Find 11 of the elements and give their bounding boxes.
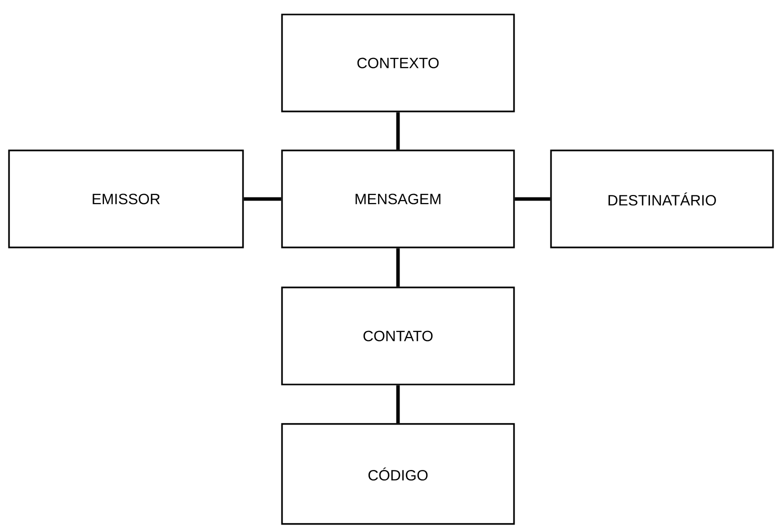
text-box: CÓDIGO	[281, 423, 515, 525]
text-box: MENSAGEM	[281, 150, 515, 248]
connector-line	[396, 248, 400, 287]
connector-line	[514, 197, 550, 201]
text-box: CONTATO	[281, 286, 515, 386]
connector-line	[396, 112, 400, 150]
text-box: EMISSOR	[8, 150, 244, 248]
connector-line	[396, 385, 400, 424]
text-box: DESTINATÁRIO	[550, 150, 774, 248]
connector-line	[244, 197, 282, 201]
text-box: CONTEXTO	[281, 14, 515, 112]
